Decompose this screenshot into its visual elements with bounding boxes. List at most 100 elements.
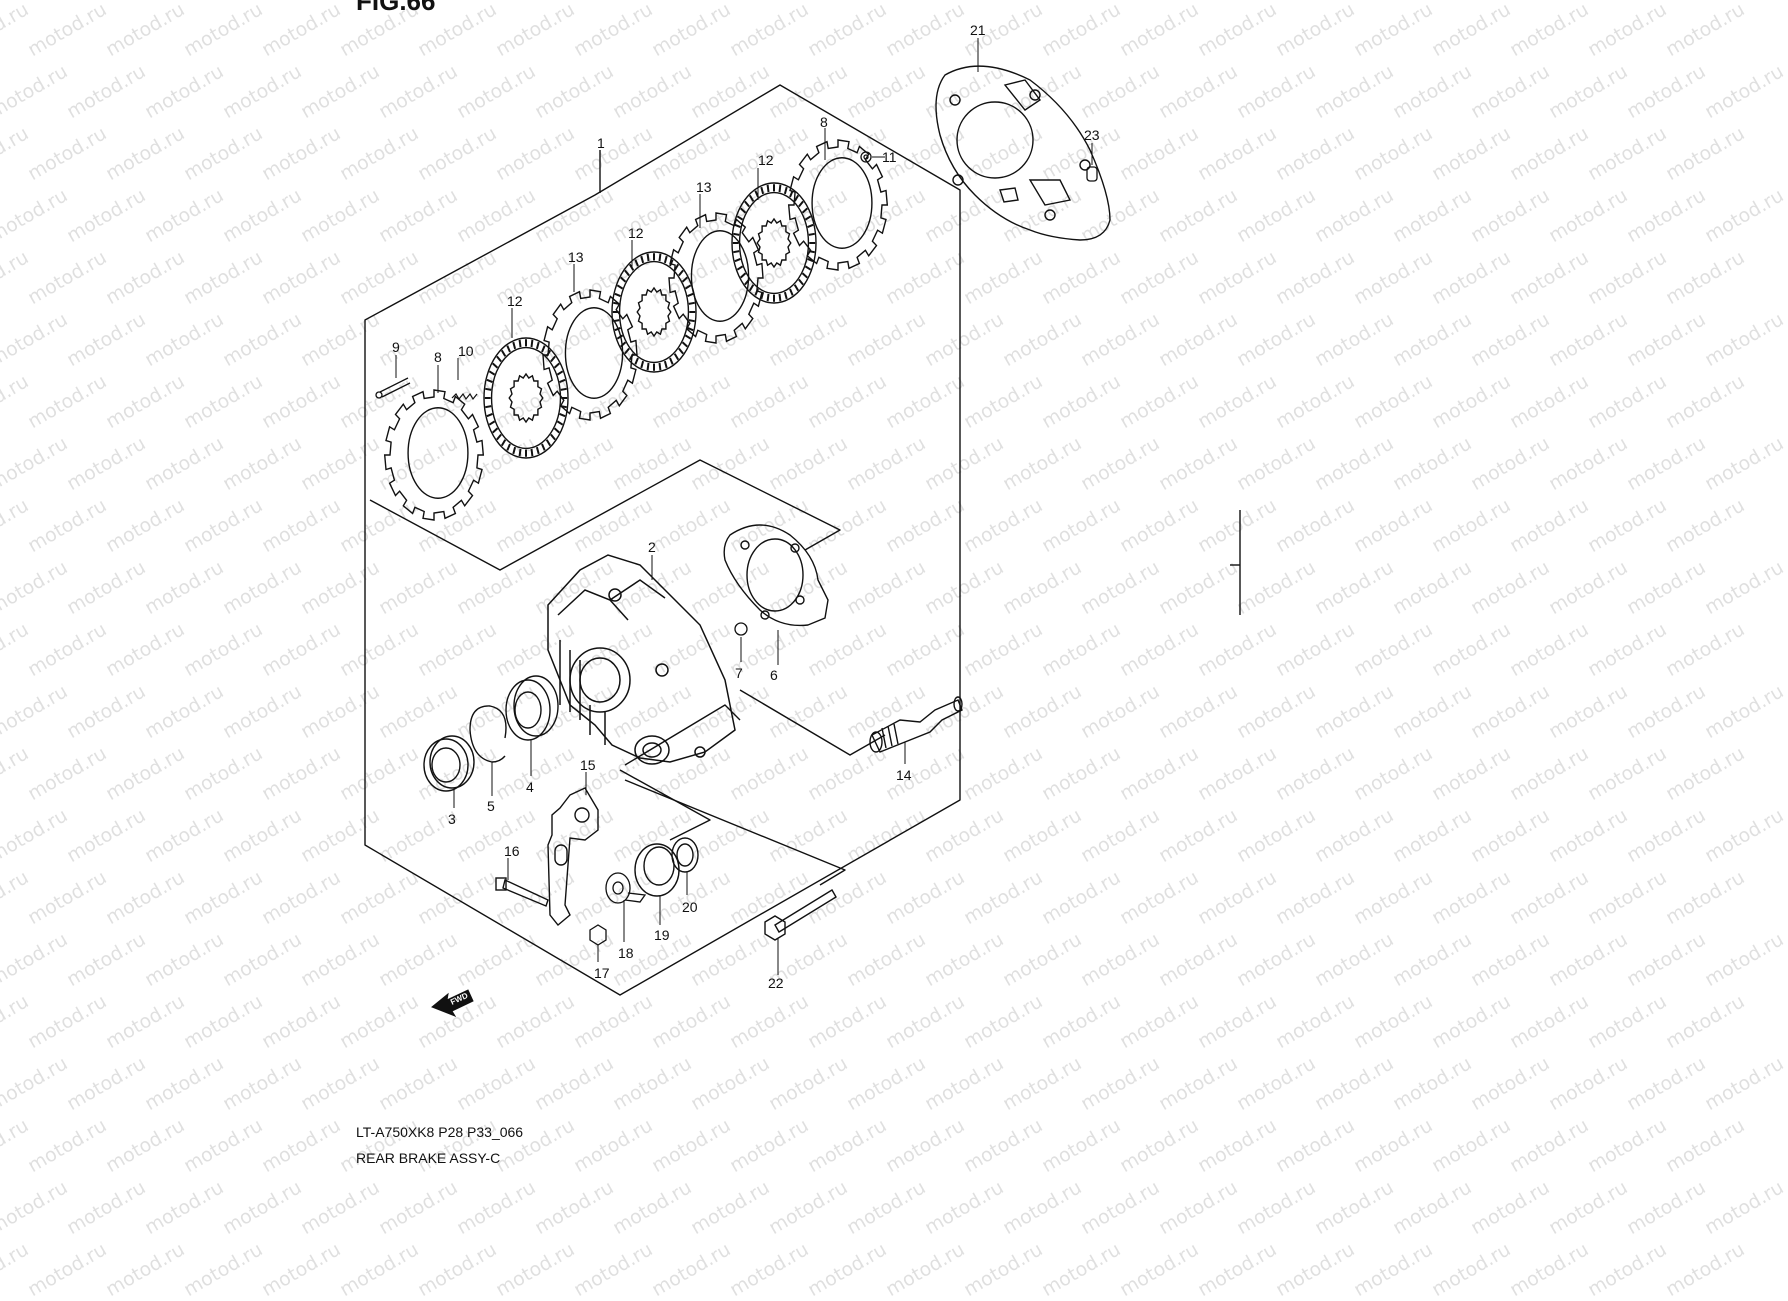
separator-plate-13-a (542, 289, 638, 421)
circlip-part (469, 705, 507, 763)
callout-18: 18 (618, 945, 634, 961)
diagram-name: REAR BRAKE ASSY-C (356, 1150, 501, 1166)
bolt-part-16 (495, 877, 549, 907)
watermark-text: motod.ru (1623, 1176, 1710, 1240)
callout-19: 19 (654, 927, 670, 943)
watermark-text: motod.ru (960, 1238, 1047, 1301)
oil-seal-part (423, 735, 475, 792)
watermark-text: motod.ru (1662, 1238, 1749, 1301)
callout-7: 7 (735, 665, 743, 681)
watermark-text: motod.ru (1662, 990, 1749, 1054)
callout-21: 21 (970, 22, 986, 38)
callout-22: 22 (768, 975, 784, 991)
callout-5: 5 (487, 798, 495, 814)
callout-8: 8 (434, 349, 442, 365)
watermark-text: motod.ru (336, 1238, 423, 1301)
group-line-lower (619, 769, 711, 841)
pin-part (1086, 166, 1098, 182)
watermark-text: motod.ru (1662, 618, 1749, 682)
watermark-text: motod.ru (726, 1238, 813, 1301)
watermark-text: motod.ru (570, 1238, 657, 1301)
friction-disc-12-c (731, 182, 817, 304)
watermark-text: motod.ru (1623, 184, 1710, 248)
seal-part-20 (671, 837, 699, 873)
watermark-text: motod.ru (1194, 1238, 1281, 1301)
shaft-part (869, 696, 963, 753)
watermark-text: motod.ru (804, 1238, 891, 1301)
callout-1: 1 (597, 135, 605, 151)
watermark-text: motod.ru (1701, 928, 1788, 992)
friction-disc-12-b (611, 251, 697, 373)
watermark-text: motod.ru (1701, 1052, 1788, 1116)
bolt-part-22 (764, 889, 837, 941)
watermark-text: motod.ru (1038, 1238, 1125, 1301)
watermark-text: motod.ru (1350, 1238, 1437, 1301)
watermark-text: motod.ru (1701, 432, 1788, 496)
watermark-text: motod.ru (1506, 1238, 1593, 1301)
group-line-bolt (624, 779, 846, 886)
callout-20: 20 (682, 899, 698, 915)
watermark-text: motod.ru (1116, 1238, 1203, 1301)
callout-14: 14 (896, 767, 912, 783)
callout-9: 9 (392, 339, 400, 355)
figure-title: FIG.66 (356, 0, 436, 16)
watermark-text: motod.ru (1662, 742, 1749, 806)
watermark-text: motod.ru (1701, 680, 1788, 744)
watermark-text: motod.ru (24, 1238, 111, 1301)
callout-15: 15 (580, 757, 596, 773)
watermark-text: motod.ru (102, 1238, 189, 1301)
callout-23: 23 (1084, 127, 1100, 143)
callout-12: 12 (507, 293, 523, 309)
callout-13: 13 (568, 249, 584, 265)
separator-plate-8-front (383, 389, 485, 521)
callout-13: 13 (696, 179, 712, 195)
diagram-code: LT-A750XK8 P28 P33_066 (356, 1124, 524, 1140)
callout-17: 17 (594, 965, 610, 981)
watermark-text: motod.ru (1662, 246, 1749, 310)
bearing-part (505, 675, 559, 741)
watermark-text: motod.ru (1662, 122, 1749, 186)
watermark-text: motod.ru (1623, 928, 1710, 992)
watermark-text: motod.ru (1272, 1238, 1359, 1301)
watermark-text: motod.ru (1701, 184, 1788, 248)
watermark-text: motod.ru (1701, 556, 1788, 620)
callout-10: 10 (458, 343, 474, 359)
watermark-text: motod.ru (1623, 804, 1710, 868)
gasket-part (935, 65, 1111, 241)
watermark-text: motod.ru (0, 1238, 33, 1301)
watermark-text: motod.ru (1701, 60, 1788, 124)
bracket-plate-part (723, 524, 829, 627)
watermark-text: motod.ru (1623, 1052, 1710, 1116)
watermark-text: motod.ru (258, 1238, 345, 1301)
fwd-arrow-icon: FWD (431, 989, 474, 1017)
watermark-text: motod.ru (414, 1238, 501, 1301)
callout-12: 12 (758, 152, 774, 168)
spring-part (451, 392, 478, 401)
separator-plate-8-rear (787, 139, 889, 271)
watermark-text: motod.ru (1662, 0, 1749, 62)
watermark-text: motod.ru (1701, 1176, 1788, 1240)
watermark-text: motod.ru (492, 1238, 579, 1301)
nut-part-17 (589, 924, 607, 946)
callout-16: 16 (504, 843, 520, 859)
callout-4: 4 (526, 779, 534, 795)
callout-11: 11 (882, 149, 897, 165)
callout-8: 8 (820, 114, 828, 130)
group-line-shaft (739, 689, 886, 756)
watermark-text: motod.ru (1428, 1238, 1515, 1301)
group-line-upper (369, 459, 841, 571)
watermark-text: motod.ru (1623, 308, 1710, 372)
watermark-text: motod.ru (1662, 866, 1749, 930)
callout-2: 2 (648, 539, 656, 555)
watermark-text: motod.ru (1662, 1114, 1749, 1178)
guide-pin-part (375, 377, 411, 399)
ball-part (734, 622, 748, 636)
watermark-text: motod.ru (180, 1238, 267, 1301)
watermark-text: motod.ru (1662, 494, 1749, 558)
lever-part (547, 787, 599, 926)
washer-part-18 (605, 872, 647, 904)
callout-6: 6 (770, 667, 778, 683)
watermark-text: motod.ru (1623, 680, 1710, 744)
watermark-text: motod.ru (882, 1238, 969, 1301)
watermark-text: motod.ru (1701, 308, 1788, 372)
